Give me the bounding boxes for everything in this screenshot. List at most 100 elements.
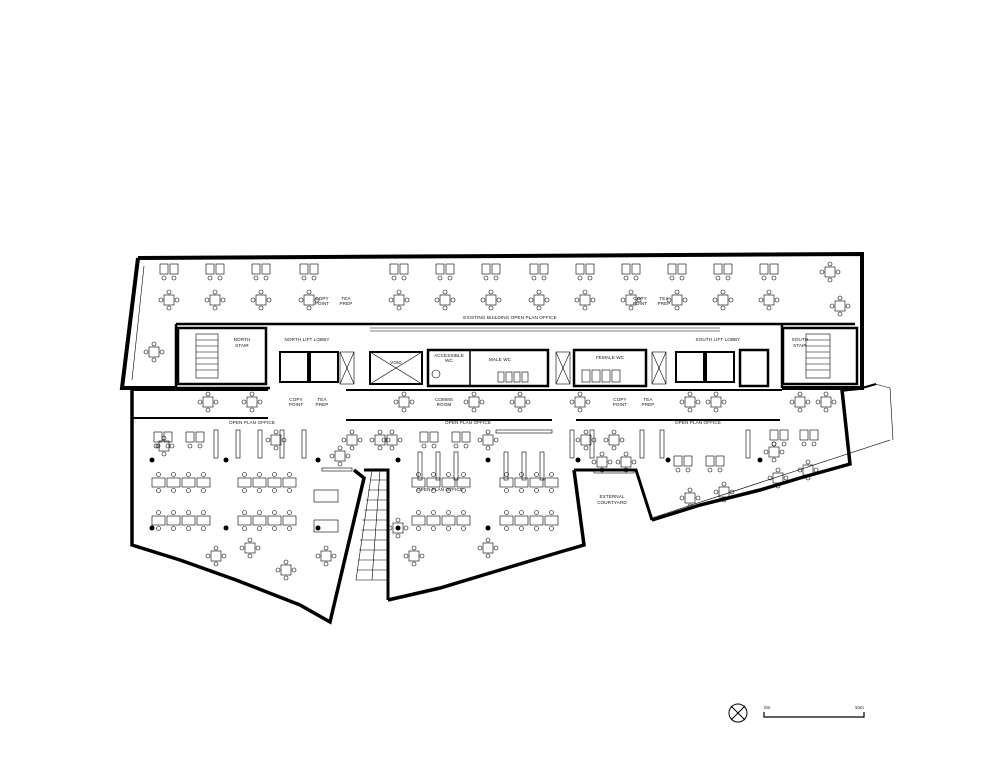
chair bbox=[519, 488, 524, 493]
desk bbox=[408, 550, 420, 562]
scale-bar: 0m 10m bbox=[763, 705, 865, 718]
chair bbox=[623, 275, 629, 281]
chair bbox=[323, 545, 329, 551]
chair bbox=[205, 407, 211, 413]
desk bbox=[456, 477, 471, 488]
chair bbox=[485, 553, 491, 559]
chair bbox=[585, 399, 591, 405]
chair bbox=[517, 407, 523, 413]
chair bbox=[201, 510, 206, 515]
chair bbox=[401, 391, 407, 397]
desk bbox=[499, 515, 514, 526]
chair bbox=[591, 459, 597, 465]
chair bbox=[241, 399, 247, 405]
chair bbox=[783, 475, 789, 481]
desk bbox=[529, 263, 539, 275]
desk bbox=[495, 429, 553, 434]
desk bbox=[659, 429, 665, 459]
desk bbox=[820, 396, 832, 408]
chair bbox=[156, 510, 161, 515]
chair bbox=[705, 399, 711, 405]
chair bbox=[447, 275, 453, 281]
chair bbox=[485, 445, 491, 451]
chair bbox=[431, 488, 436, 493]
chair bbox=[823, 407, 829, 413]
label-open-plan-office-3: OPEN PLAN OFFICE bbox=[675, 420, 721, 425]
desk bbox=[313, 519, 339, 533]
label-tea-prep-3b: PREP bbox=[316, 402, 329, 407]
chair bbox=[349, 445, 355, 451]
desk bbox=[185, 431, 195, 443]
chair bbox=[197, 443, 203, 449]
label-comms-room-b: ROOM bbox=[437, 402, 452, 407]
chair bbox=[477, 437, 483, 443]
chair bbox=[416, 526, 421, 531]
chair bbox=[306, 305, 312, 311]
chair bbox=[431, 443, 437, 449]
chair bbox=[483, 275, 489, 281]
chair bbox=[187, 443, 193, 449]
chair bbox=[201, 472, 206, 477]
scale-start-label: 0m bbox=[764, 705, 771, 710]
desk bbox=[321, 467, 353, 472]
label-tea-prep-1b: PREP bbox=[340, 301, 353, 306]
chair bbox=[186, 510, 191, 515]
chair bbox=[631, 459, 637, 465]
desk bbox=[237, 477, 252, 488]
desk bbox=[715, 455, 725, 467]
desk bbox=[279, 429, 285, 459]
chair bbox=[283, 559, 289, 565]
chair bbox=[434, 297, 440, 303]
chair bbox=[819, 269, 825, 275]
desk bbox=[393, 294, 405, 306]
chair bbox=[287, 510, 292, 515]
chair bbox=[633, 275, 639, 281]
desk bbox=[205, 263, 215, 275]
chair bbox=[166, 289, 172, 295]
chair bbox=[159, 349, 165, 355]
label-copy-point-2a: COPY bbox=[633, 296, 646, 301]
chair bbox=[485, 537, 491, 543]
chair bbox=[534, 526, 539, 531]
chair bbox=[837, 311, 843, 317]
desk bbox=[151, 515, 166, 526]
desk bbox=[246, 396, 258, 408]
desk bbox=[723, 263, 733, 275]
chair bbox=[171, 488, 176, 493]
desk bbox=[426, 515, 441, 526]
chair bbox=[771, 441, 777, 447]
chair bbox=[577, 407, 583, 413]
chair bbox=[242, 472, 247, 477]
chair bbox=[161, 435, 167, 441]
chair bbox=[620, 297, 626, 303]
desk bbox=[631, 263, 641, 275]
chair bbox=[143, 349, 149, 355]
desk bbox=[608, 434, 620, 446]
desk bbox=[684, 492, 696, 504]
chair bbox=[257, 510, 262, 515]
chair bbox=[493, 437, 499, 443]
chair bbox=[775, 467, 781, 473]
chair bbox=[247, 537, 253, 543]
chair bbox=[721, 399, 727, 405]
chair bbox=[519, 526, 524, 531]
north-arrow-icon bbox=[728, 703, 748, 723]
chair bbox=[186, 488, 191, 493]
chair bbox=[461, 488, 466, 493]
chair bbox=[534, 488, 539, 493]
chair bbox=[713, 391, 719, 397]
desk bbox=[593, 469, 635, 474]
label-copy-point-1b: POINT bbox=[315, 301, 330, 306]
desk bbox=[677, 263, 687, 275]
chair bbox=[531, 275, 537, 281]
chair bbox=[797, 407, 803, 413]
desk bbox=[166, 477, 181, 488]
desk bbox=[398, 396, 410, 408]
chair bbox=[387, 525, 393, 531]
chair bbox=[549, 526, 554, 531]
chair bbox=[845, 303, 851, 309]
chair bbox=[377, 429, 383, 435]
chair bbox=[549, 488, 554, 493]
chair bbox=[397, 437, 403, 443]
chair bbox=[721, 497, 727, 503]
